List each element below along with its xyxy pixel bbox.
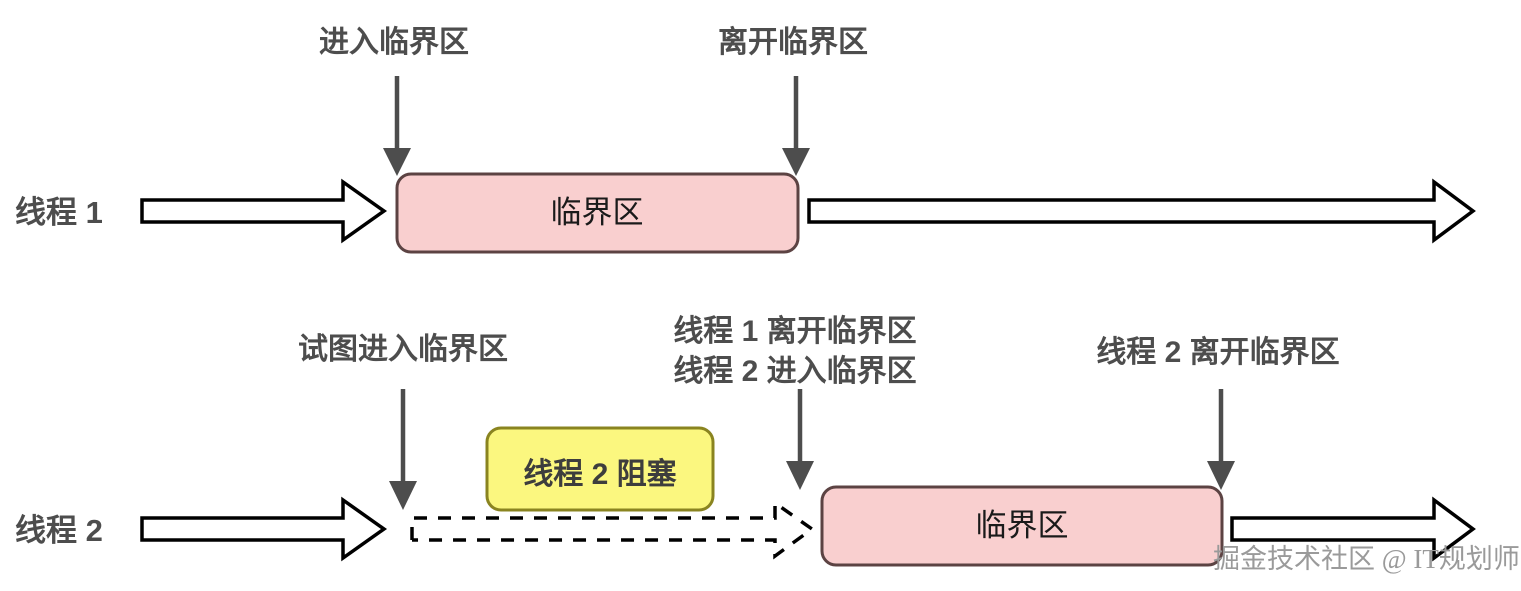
- critical-section-label-2: 临界区: [976, 508, 1069, 543]
- thread2-blocked-label: 线程 2 阻塞: [523, 457, 676, 491]
- lane-label-thread-1: 线程 1: [15, 195, 103, 230]
- annotation-enter-critical-section: 进入临界区: [319, 25, 469, 59]
- annotation-thread2-leave: 线程 2 离开临界区: [1096, 335, 1339, 369]
- critical-section-box-thread1: 临界区: [395, 172, 800, 254]
- thread1-run-arrow-before: [140, 178, 388, 244]
- critical-section-box-thread2: 临界区: [820, 485, 1224, 567]
- thread2-blocked-wait-arrow: [410, 499, 816, 560]
- annotation-thread1-leave: 线程 1 离开临界区: [673, 314, 916, 348]
- pointer-arrow-thread2-leave: [1207, 389, 1235, 490]
- pointer-arrow-enter-cs: [383, 76, 411, 176]
- pointer-arrow-thread2-enter: [786, 389, 814, 490]
- thread2-blocked-box: 线程 2 阻塞: [485, 426, 715, 512]
- watermark-text: 掘金技术社区 @ IT规划师: [1213, 544, 1520, 574]
- critical-section-label-1: 临界区: [551, 195, 644, 230]
- annotation-thread2-enter: 线程 2 进入临界区: [673, 354, 916, 388]
- pointer-arrow-leave-cs: [782, 76, 810, 176]
- thread1-run-arrow-after: [807, 178, 1476, 244]
- thread2-run-arrow-after: [1230, 496, 1476, 562]
- thread2-run-arrow-before: [140, 496, 388, 562]
- annotation-try-enter-critical-section: 试图进入临界区: [298, 332, 508, 366]
- annotation-leave-critical-section: 离开临界区: [718, 25, 868, 59]
- pointer-arrow-try-enter: [389, 389, 417, 510]
- lane-label-thread-2: 线程 2: [15, 513, 103, 548]
